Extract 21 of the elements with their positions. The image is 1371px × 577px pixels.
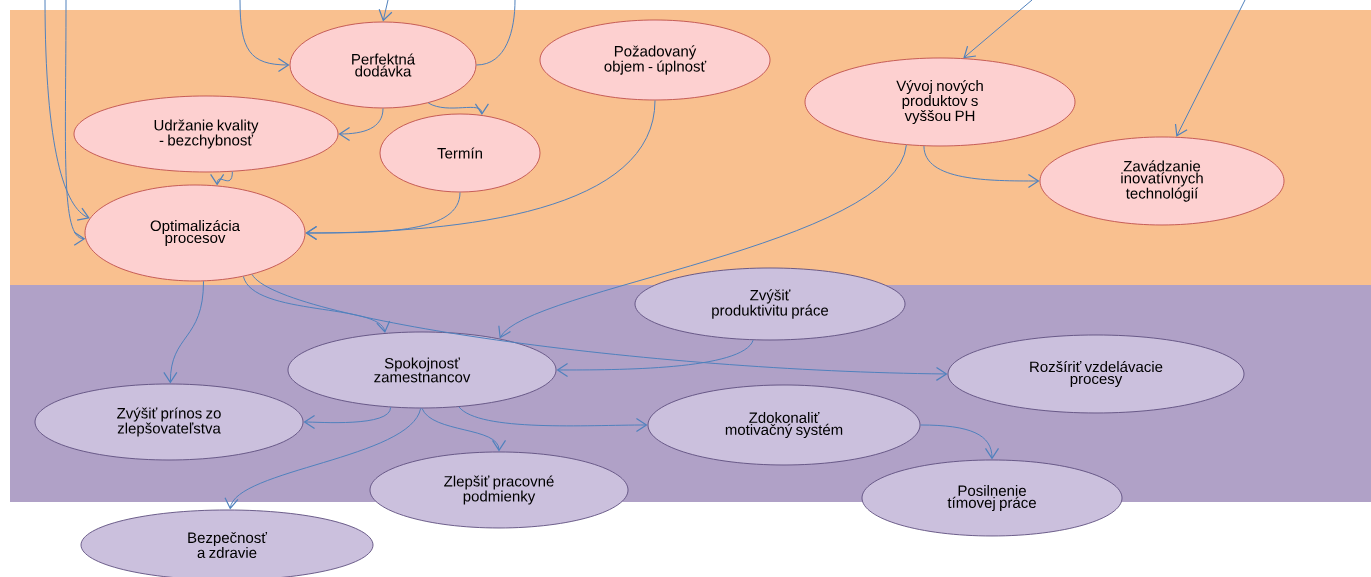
arrow [919, 424, 1000, 460]
arrow [963, 0, 1033, 59]
arrow [556, 339, 754, 378]
arrow [251, 273, 948, 381]
arrow [44, 0, 90, 221]
arrow [242, 276, 391, 333]
arrow [378, 0, 393, 22]
arrow [163, 280, 204, 384]
arrow [64, 0, 86, 246]
arrow [458, 406, 648, 433]
arrow [1174, 0, 1246, 137]
arrow [303, 406, 392, 430]
arrow [421, 407, 507, 452]
arrow [923, 145, 1040, 189]
arrow [239, 0, 290, 73]
arrow [498, 144, 907, 339]
arrow [427, 102, 490, 116]
arrow [338, 107, 384, 142]
arrow [210, 171, 233, 186]
arrow [224, 407, 422, 510]
arrow [305, 99, 656, 241]
